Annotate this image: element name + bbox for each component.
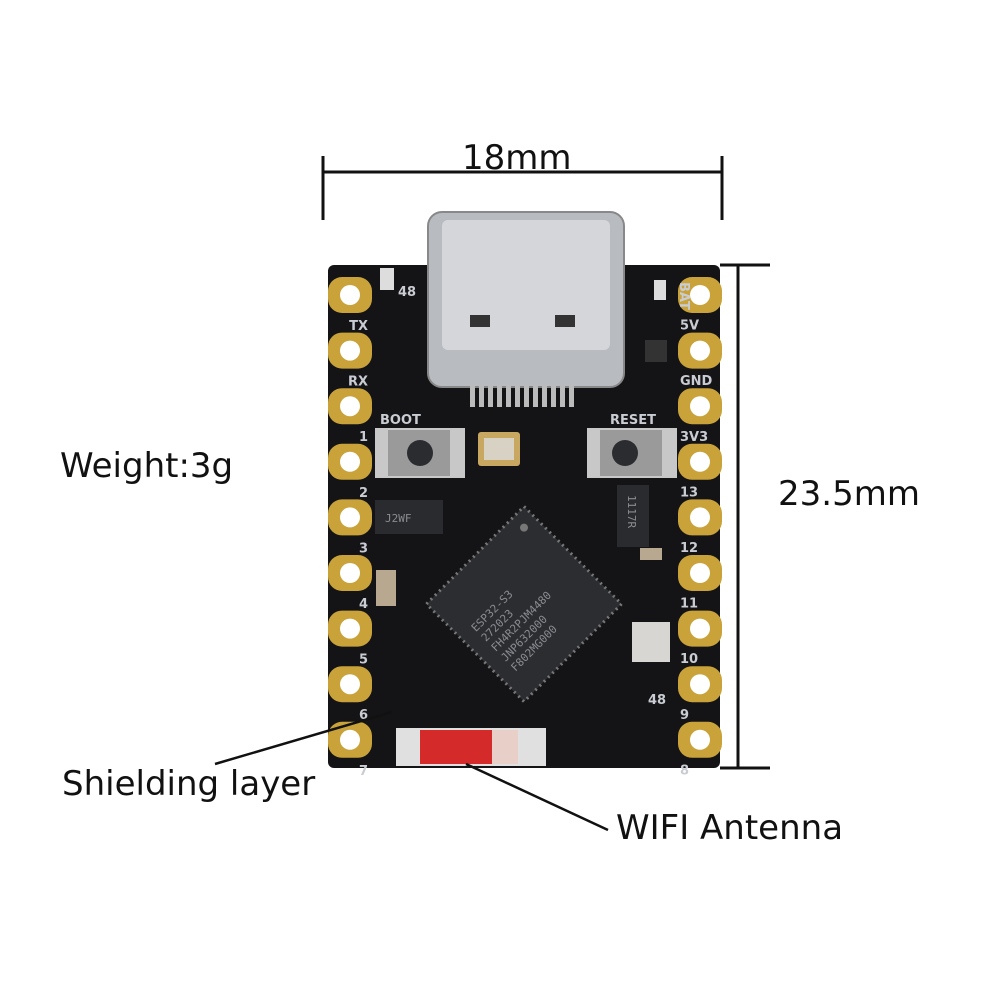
pin-pad xyxy=(678,277,722,313)
shielding-leader-line xyxy=(214,710,393,766)
reset-button xyxy=(587,428,677,478)
height-dimension-label: 23.5mm xyxy=(778,474,920,514)
right-pin-label: 11 xyxy=(680,597,698,612)
left-pin-label: 3 xyxy=(359,541,368,556)
left-pin-label: RX xyxy=(348,375,368,390)
pin-pad xyxy=(678,610,722,647)
pin-pad xyxy=(328,721,372,758)
left-pin-label: 5 xyxy=(359,653,368,668)
pin-pad xyxy=(678,443,722,480)
pin-pad xyxy=(328,666,372,703)
pin-label-48-bottom: 48 xyxy=(648,693,666,708)
ic-1117r xyxy=(617,485,649,547)
boot-button xyxy=(375,428,465,478)
usb-c-connector xyxy=(427,211,625,407)
pin-pad xyxy=(328,610,372,647)
ic-label-j2wf: J2WF xyxy=(385,512,412,525)
right-pin-label: BAT xyxy=(676,282,691,310)
left-pin-label: 2 xyxy=(359,486,368,501)
height-dimension-line xyxy=(720,263,770,770)
shielding-layer-label: Shielding layer xyxy=(62,764,316,804)
right-pin-label: 10 xyxy=(680,652,698,667)
right-pin-label: 9 xyxy=(680,708,689,723)
pin-pad xyxy=(328,332,372,369)
reset-label: RESET xyxy=(610,413,656,428)
right-pin-label: 5V xyxy=(680,319,699,334)
pin-pad xyxy=(678,332,722,369)
ic-j2wf xyxy=(375,500,443,534)
left-pin-label: 7 xyxy=(359,764,368,779)
esp32-chip xyxy=(424,504,624,704)
pin-pad xyxy=(328,555,372,591)
right-pin-label: 12 xyxy=(680,541,698,556)
weight-label: Weight:3g xyxy=(60,446,234,486)
width-dimension-line xyxy=(321,156,724,220)
pin-pad xyxy=(328,388,372,425)
left-pin-label: TX xyxy=(349,319,368,334)
right-pin-label: GND xyxy=(680,374,713,389)
left-pin-label: 1 xyxy=(359,430,368,445)
boot-label: BOOT xyxy=(380,413,421,428)
pin-pad xyxy=(328,277,372,313)
wifi-antenna-label: WIFI Antenna xyxy=(616,808,844,848)
pin-pad xyxy=(678,721,722,758)
right-pin-label: 3V3 xyxy=(680,430,708,445)
left-pin-label: 6 xyxy=(359,708,368,723)
wifi-antenna xyxy=(396,728,546,766)
pin-pad xyxy=(678,499,722,536)
antenna-leader-line xyxy=(465,762,609,832)
pin-label-48-top: 48 xyxy=(398,285,416,300)
pin-pad xyxy=(678,388,722,425)
left-pin-label: 4 xyxy=(359,597,368,612)
pin-pad xyxy=(678,666,722,703)
pin-pad xyxy=(678,555,722,591)
ic-label-1117r: 1117R xyxy=(625,495,638,528)
right-pin-label: 8 xyxy=(680,763,689,778)
pin-pad xyxy=(328,499,372,536)
pin-pad xyxy=(328,443,372,480)
right-pin-label: 13 xyxy=(680,485,698,500)
